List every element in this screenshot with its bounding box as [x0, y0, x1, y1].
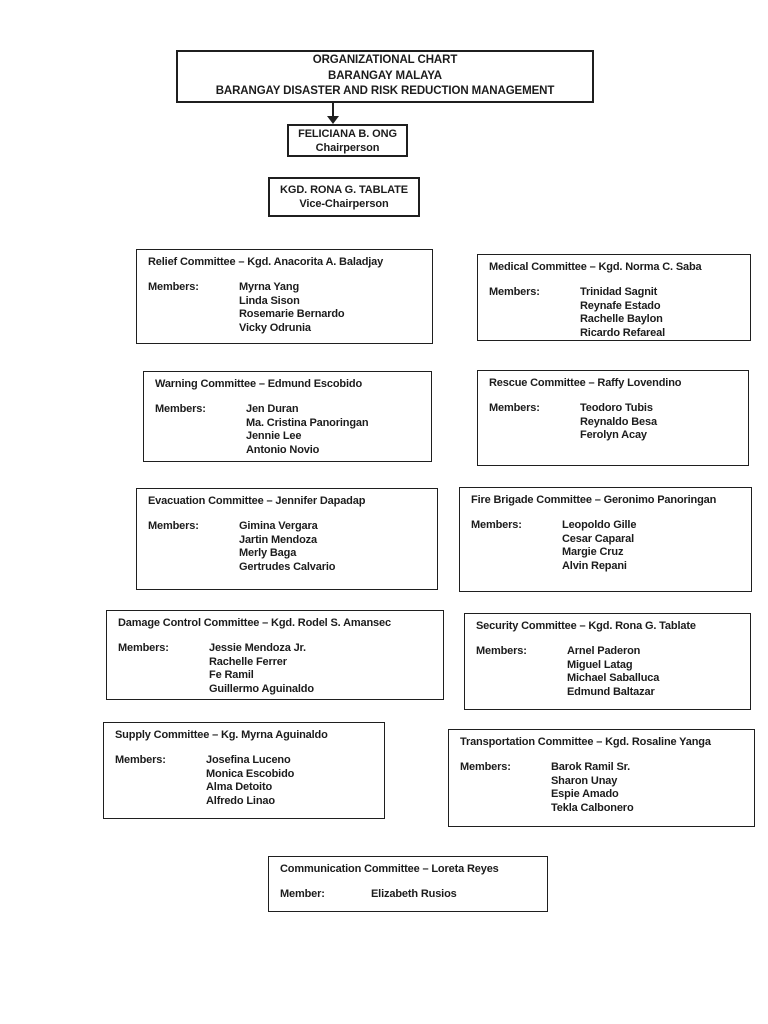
- members-label: Member:: [280, 888, 325, 900]
- member-name: Trinidad Sagnit: [580, 286, 658, 298]
- members-list: Elizabeth Rusios: [371, 888, 457, 902]
- member-name: Ma. Cristina Panoringan: [246, 416, 369, 429]
- committee-title: Relief Committee – Kgd. Anacorita A. Bal…: [148, 256, 384, 268]
- chart-header-box: ORGANIZATIONAL CHART BARANGAY MALAYA BAR…: [176, 50, 594, 103]
- member-name: Teodoro Tubis: [580, 402, 653, 414]
- committee-title: Damage Control Committee – Kgd. Rodel S.…: [118, 617, 391, 629]
- committee-box-evacuation: Evacuation Committee – Jennifer Dapadap …: [136, 488, 438, 590]
- member-name: Alfredo Linao: [206, 794, 275, 807]
- member-name: Alma Detoito: [206, 781, 273, 793]
- member-name: Margie Cruz: [562, 546, 624, 558]
- members-label: Members:: [489, 286, 540, 298]
- committee-title: Fire Brigade Committee – Geronimo Panori…: [471, 494, 717, 506]
- member-name: Myrna Yang: [239, 281, 300, 293]
- committee-box-relief: Relief Committee – Kgd. Anacorita A. Bal…: [136, 249, 433, 344]
- committee-box-medical: Medical Committee – Kgd. Norma C. Saba M…: [477, 254, 751, 341]
- members-label: Members:: [118, 642, 169, 654]
- member-name: Rachelle Baylon: [580, 313, 663, 325]
- member-name: Reynaldo Besa: [580, 415, 657, 428]
- member-name: Arnel Paderon: [567, 645, 641, 657]
- connector-line: [332, 103, 334, 117]
- committee-title: Warning Committee – Edmund Escobido: [155, 378, 363, 390]
- member-name: Merly Baga: [239, 547, 297, 559]
- member-name: Reynafe Estado: [580, 299, 661, 312]
- member-name: Rosemarie Bernardo: [239, 308, 345, 320]
- member-name: Monica Escobido: [206, 767, 295, 780]
- committee-title: Communication Committee – Loreta Reyes: [280, 863, 499, 875]
- member-name: Alvin Repani: [562, 559, 627, 572]
- member-name: Josefina Luceno: [206, 754, 291, 766]
- chart-subtitle-line: BARANGAY MALAYA: [328, 69, 442, 82]
- committee-box-fire-brigade: Fire Brigade Committee – Geronimo Panori…: [459, 487, 752, 592]
- member-name: Gertrudes Calvario: [239, 560, 336, 573]
- committee-title: Evacuation Committee – Jennifer Dapadap: [148, 495, 366, 507]
- member-name: Guillermo Aguinaldo: [209, 682, 314, 695]
- member-name: Michael Saballuca: [567, 672, 660, 684]
- member-name: Rachelle Ferrer: [209, 655, 287, 668]
- members-label: Members:: [155, 403, 206, 415]
- arrow-down-icon: [327, 116, 339, 124]
- chairperson-role: Chairperson: [315, 141, 380, 154]
- member-name: Fe Ramil: [209, 669, 254, 681]
- committee-title: Supply Committee – Kg. Myrna Aguinaldo: [115, 729, 328, 741]
- member-name: Tekla Calbonero: [551, 801, 634, 814]
- committee-box-warning: Warning Committee – Edmund Escobido Memb…: [143, 371, 432, 462]
- members-label: Members:: [115, 754, 166, 766]
- member-name: Barok Ramil Sr.: [551, 761, 631, 773]
- members-label: Members:: [471, 519, 522, 531]
- member-name: Ricardo Refareal: [580, 326, 666, 339]
- member-name: Linda Sison: [239, 294, 300, 307]
- members-label: Members:: [148, 520, 199, 532]
- member-name: Antonio Novio: [246, 443, 320, 456]
- member-name: Leopoldo Gille: [562, 519, 637, 531]
- member-name: Cesar Caparal: [562, 532, 635, 545]
- member-name: Jessie Mendoza Jr.: [209, 642, 306, 654]
- committee-box-rescue: Rescue Committee – Raffy Lovendino Membe…: [477, 370, 749, 466]
- committee-box-transportation: Transportation Committee – Kgd. Rosaline…: [448, 729, 755, 827]
- vice-chairperson-role: Vice-Chairperson: [299, 198, 389, 210]
- member-name: Espie Amado: [551, 788, 619, 800]
- committee-box-communication: Communication Committee – Loreta Reyes M…: [268, 856, 548, 912]
- members-label: Members:: [489, 402, 540, 414]
- member-name: Jen Duran: [246, 403, 299, 415]
- vice-chairperson-name: KGD. RONA G. TABLATE: [280, 184, 408, 196]
- members-label: Members:: [148, 281, 199, 293]
- member-name: Jennie Lee: [246, 430, 302, 442]
- committee-title: Transportation Committee – Kgd. Rosaline…: [460, 736, 711, 748]
- member-name: Edmund Baltazar: [567, 685, 655, 698]
- committee-box-security: Security Committee – Kgd. Rona G. Tablat…: [464, 613, 751, 710]
- committee-title: Medical Committee – Kgd. Norma C. Saba: [489, 261, 702, 273]
- committee-box-supply: Supply Committee – Kg. Myrna Aguinaldo M…: [103, 722, 385, 819]
- members-label: Members:: [460, 761, 511, 773]
- chart-org-line: BARANGAY DISASTER AND RISK REDUCTION MAN…: [215, 85, 555, 98]
- member-name: Gimina Vergara: [239, 520, 318, 532]
- member-name: Sharon Unay: [551, 774, 618, 787]
- chairperson-name: FELICIANA B. ONG: [298, 127, 397, 140]
- committee-box-damage-control: Damage Control Committee – Kgd. Rodel S.…: [106, 610, 444, 700]
- chart-title-line: ORGANIZATIONAL CHART: [312, 54, 458, 67]
- member-name: Vicky Odrunia: [239, 321, 311, 334]
- member-name: Ferolyn Acay: [580, 429, 647, 441]
- member-name: Miguel Latag: [567, 658, 633, 671]
- member-name: Jartin Mendoza: [239, 533, 317, 546]
- committee-title: Security Committee – Kgd. Rona G. Tablat…: [476, 620, 696, 632]
- members-label: Members:: [476, 645, 527, 657]
- committee-title: Rescue Committee – Raffy Lovendino: [489, 377, 682, 389]
- vice-chairperson-box: KGD. RONA G. TABLATE Vice-Chairperson: [268, 177, 420, 217]
- chairperson-box: FELICIANA B. ONG Chairperson: [287, 124, 408, 157]
- member-name: Elizabeth Rusios: [371, 888, 457, 900]
